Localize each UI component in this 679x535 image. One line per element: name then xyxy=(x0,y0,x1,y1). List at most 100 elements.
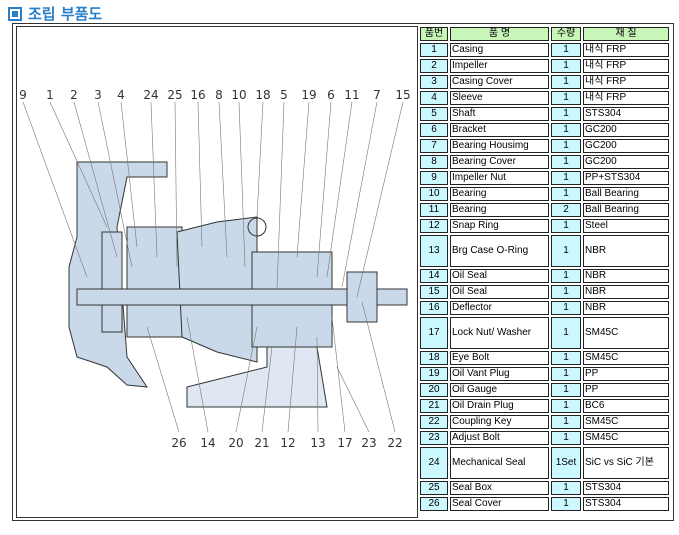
quantity-cell: 1 xyxy=(551,351,581,365)
quantity-cell: 1 xyxy=(551,367,581,381)
callout-label: 13 xyxy=(310,436,325,450)
material-cell: Ball Bearing xyxy=(583,203,669,217)
callout-label: 21 xyxy=(254,436,269,450)
callout-label: 4 xyxy=(117,88,125,102)
part-name-cell: Casing xyxy=(450,43,549,57)
material-cell: GC200 xyxy=(583,139,669,153)
quantity-cell: 1 xyxy=(551,235,581,267)
part-no-cell: 20 xyxy=(420,383,448,397)
material-cell: Steel xyxy=(583,219,669,233)
part-no-cell: 4 xyxy=(420,91,448,105)
material-cell: SiC vs SiC 기본 xyxy=(583,447,669,479)
callout-label: 26 xyxy=(171,436,186,450)
callout-label: 5 xyxy=(280,88,288,102)
part-no-cell: 5 xyxy=(420,107,448,121)
part-name-cell: Snap Ring xyxy=(450,219,549,233)
part-no-cell: 15 xyxy=(420,285,448,299)
header-material: 재 질 xyxy=(583,27,669,41)
callout-label: 10 xyxy=(231,88,246,102)
header-part-name: 품 명 xyxy=(450,27,549,41)
quantity-cell: 1 xyxy=(551,497,581,511)
quantity-cell: 1 xyxy=(551,399,581,413)
part-name-cell: Adjust Bolt xyxy=(450,431,549,445)
callout-label: 22 xyxy=(387,436,402,450)
material-cell: SM45C xyxy=(583,415,669,429)
casing-cover xyxy=(126,226,183,338)
shaft xyxy=(76,288,408,306)
part-no-cell: 18 xyxy=(420,351,448,365)
part-no-cell: 21 xyxy=(420,399,448,413)
quantity-cell: 1 xyxy=(551,123,581,137)
material-cell: SM45C xyxy=(583,317,669,349)
part-no-cell: 3 xyxy=(420,75,448,89)
part-no-cell: 26 xyxy=(420,497,448,511)
callout-label: 2 xyxy=(70,88,78,102)
quantity-cell: 1 xyxy=(551,431,581,445)
header-part-no: 품번 xyxy=(420,27,448,41)
part-name-cell: Impeller xyxy=(450,59,549,73)
part-no-cell: 1 xyxy=(420,43,448,57)
material-cell: 내식 FRP xyxy=(583,43,669,57)
quantity-cell: 1 xyxy=(551,383,581,397)
part-name-cell: Coupling Key xyxy=(450,415,549,429)
part-name-cell: Eye Bolt xyxy=(450,351,549,365)
part-no-cell: 22 xyxy=(420,415,448,429)
quantity-cell: 1 xyxy=(551,59,581,73)
material-cell: 내식 FRP xyxy=(583,91,669,105)
callout-label: 14 xyxy=(200,436,215,450)
section-title: 조립 부품도 xyxy=(8,3,102,24)
callout-label: 23 xyxy=(361,436,376,450)
material-cell: STS304 xyxy=(583,481,669,495)
part-no-cell: 8 xyxy=(420,155,448,169)
part-name-cell: Shaft xyxy=(450,107,549,121)
part-name-cell: Mechanical Seal xyxy=(450,447,549,479)
quantity-cell: 1 xyxy=(551,107,581,121)
material-cell: SM45C xyxy=(583,431,669,445)
part-no-cell: 12 xyxy=(420,219,448,233)
quantity-cell: 1 xyxy=(551,139,581,153)
part-no-cell: 25 xyxy=(420,481,448,495)
quantity-cell: 1 xyxy=(551,75,581,89)
part-no-cell: 7 xyxy=(420,139,448,153)
material-cell: SM45C xyxy=(583,351,669,365)
callout-label: 24 xyxy=(143,88,158,102)
assembly-frame xyxy=(12,23,674,521)
quantity-cell: 1 xyxy=(551,43,581,57)
quantity-cell: 1 xyxy=(551,171,581,185)
material-cell: PP xyxy=(583,383,669,397)
part-no-cell: 2 xyxy=(420,59,448,73)
part-name-cell: Oil Drain Plug xyxy=(450,399,549,413)
material-cell: STS304 xyxy=(583,497,669,511)
part-name-cell: Bearing xyxy=(450,203,549,217)
material-cell: NBR xyxy=(583,285,669,299)
material-cell: GC200 xyxy=(583,123,669,137)
part-no-cell: 9 xyxy=(420,171,448,185)
part-no-cell: 19 xyxy=(420,367,448,381)
quantity-cell: 1 xyxy=(551,415,581,429)
part-no-cell: 10 xyxy=(420,187,448,201)
callout-label: 8 xyxy=(215,88,223,102)
part-name-cell: Impeller Nut xyxy=(450,171,549,185)
part-no-cell: 24 xyxy=(420,447,448,479)
quantity-cell: 1 xyxy=(551,317,581,349)
callout-label: 16 xyxy=(190,88,205,102)
quantity-cell: 1 xyxy=(551,285,581,299)
